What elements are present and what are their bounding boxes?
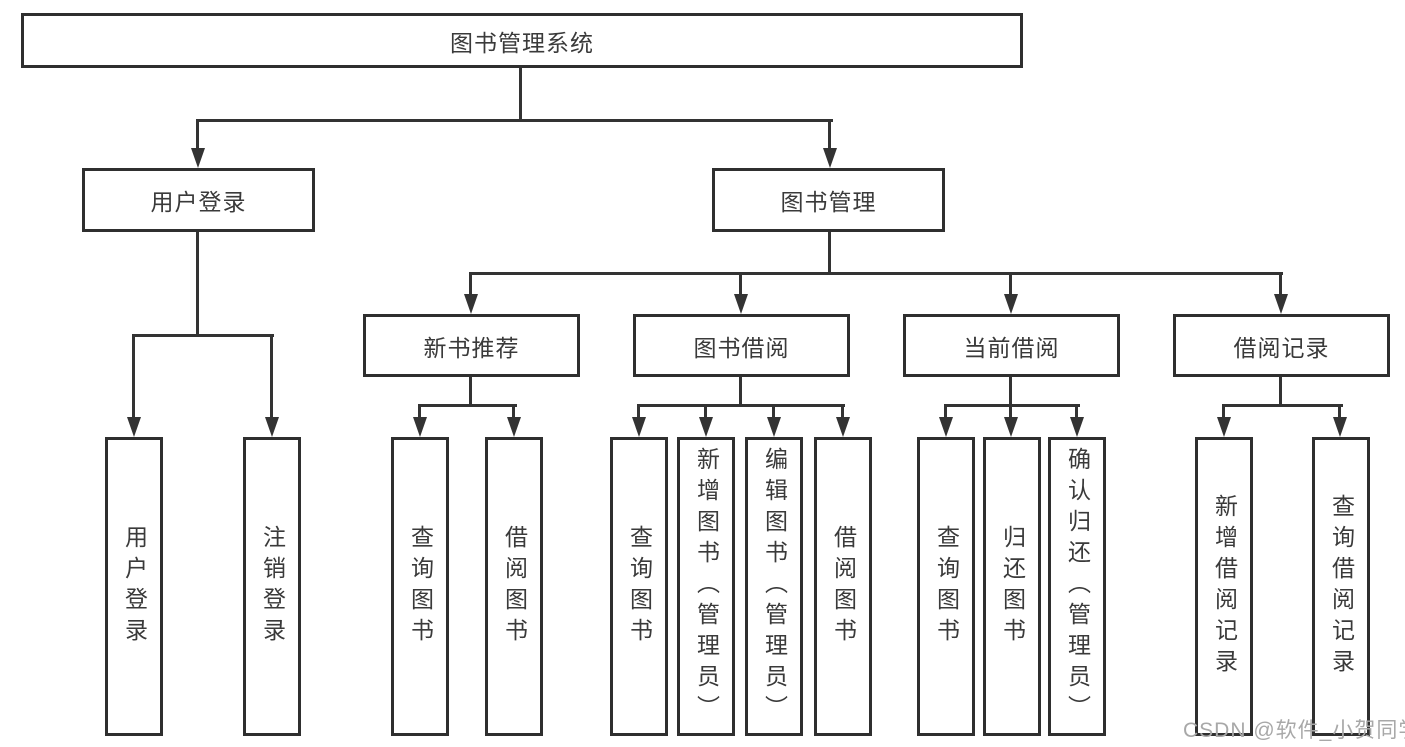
edge-user-login-trunk <box>196 232 199 337</box>
node-current-borrow-label: 当前借阅 <box>963 334 1060 361</box>
arrowhead-leaf-edit-book <box>767 417 781 437</box>
edge-to-leaf-query-recommend <box>418 404 421 420</box>
csdn-watermark: CSDN @软件_小贺同学 <box>1183 719 1405 742</box>
arrowhead-current-borrow <box>1004 294 1018 314</box>
leaf-confirm-return-admin: 确认归还（管理员） <box>1048 437 1106 736</box>
arrowhead-leaf-query-current <box>939 417 953 437</box>
edge-book-management-bar <box>469 272 1283 275</box>
arrowhead-leaf-user-login <box>127 417 141 437</box>
leaf-query-borrow-record: 查询借阅记录 <box>1312 437 1370 736</box>
arrowhead-user-login <box>191 148 205 168</box>
node-current-borrow: 当前借阅 <box>903 314 1120 377</box>
edge-new-book-bar <box>418 404 517 407</box>
leaf-add-book-admin-label: 新增图书（管理员） <box>693 447 720 726</box>
leaf-borrow-books-2-label: 借阅图书 <box>830 524 857 649</box>
edge-user-login-bar <box>132 334 274 337</box>
edge-to-leaf-logout <box>270 334 273 420</box>
leaf-edit-book-admin: 编辑图书（管理员） <box>745 437 803 736</box>
edge-to-book-borrow <box>739 272 742 296</box>
node-book-management-label: 图书管理 <box>780 189 877 215</box>
leaf-confirm-return-admin-label: 确认归还（管理员） <box>1064 447 1091 726</box>
arrowhead-leaf-query-borrow <box>632 417 646 437</box>
leaf-query-books-borrow-label: 查询图书 <box>626 524 653 649</box>
leaf-query-books-current: 查询图书 <box>917 437 975 736</box>
arrowhead-leaf-logout <box>265 417 279 437</box>
leaf-edit-book-admin-label: 编辑图书（管理员） <box>761 447 788 726</box>
edge-to-leaf-add-book <box>704 404 707 420</box>
leaf-logout-label: 注销登录 <box>259 524 286 649</box>
leaf-add-borrow-record: 新增借阅记录 <box>1195 437 1253 736</box>
leaf-query-books-borrow: 查询图书 <box>610 437 668 736</box>
edge-book-management-trunk <box>828 232 831 274</box>
leaf-return-books-label: 归还图书 <box>999 524 1026 649</box>
edge-current-borrow-trunk <box>1009 377 1012 407</box>
edge-borrow-records-bar <box>1222 404 1343 407</box>
arrowhead-borrow-records <box>1274 294 1288 314</box>
leaf-query-books-recommend-label: 查询图书 <box>407 524 434 649</box>
arrowhead-leaf-add-record <box>1217 417 1231 437</box>
edge-to-leaf-edit-book <box>772 404 775 420</box>
edge-to-leaf-borrow-recommend <box>512 404 515 420</box>
node-book-borrow-label: 图书借阅 <box>693 334 790 361</box>
leaf-user-login-label: 用户登录 <box>121 524 148 649</box>
arrowhead-leaf-add-book <box>699 417 713 437</box>
edge-to-leaf-query-record <box>1338 404 1341 420</box>
edge-to-book-management <box>828 119 831 151</box>
arrowhead-book-management <box>823 148 837 168</box>
edge-to-leaf-query-current <box>944 404 947 420</box>
edge-to-current-borrow <box>1009 272 1012 296</box>
edge-to-leaf-borrow-2 <box>841 404 844 420</box>
leaf-return-books: 归还图书 <box>983 437 1041 736</box>
leaf-logout: 注销登录 <box>243 437 301 736</box>
node-borrow-records-label: 借阅记录 <box>1233 334 1330 361</box>
leaf-borrow-books-2: 借阅图书 <box>814 437 872 736</box>
leaf-add-book-admin: 新增图书（管理员） <box>677 437 735 736</box>
edge-to-new-book-recommend <box>469 272 472 296</box>
edge-book-borrow-bar <box>637 404 845 407</box>
edge-new-book-trunk <box>469 377 472 407</box>
leaf-query-books-current-label: 查询图书 <box>933 524 960 649</box>
node-root-label: 图书管理系统 <box>450 29 594 56</box>
node-new-book-recommend-label: 新书推荐 <box>423 334 520 361</box>
node-root: 图书管理系统 <box>21 13 1023 68</box>
arrowhead-leaf-borrow-recommend <box>507 417 521 437</box>
edge-to-user-login <box>196 119 199 151</box>
edge-to-borrow-records <box>1279 272 1282 296</box>
arrowhead-new-book-recommend <box>464 294 478 314</box>
node-book-borrow: 图书借阅 <box>633 314 850 377</box>
leaf-borrow-books-recommend: 借阅图书 <box>485 437 543 736</box>
edge-root-bar <box>196 119 833 122</box>
leaf-query-borrow-record-label: 查询借阅记录 <box>1328 493 1355 680</box>
arrowhead-leaf-borrow-2 <box>836 417 850 437</box>
edge-to-leaf-user-login <box>132 334 135 420</box>
node-new-book-recommend: 新书推荐 <box>363 314 580 377</box>
edge-to-leaf-query-borrow <box>637 404 640 420</box>
edge-borrow-records-trunk <box>1279 377 1282 407</box>
node-book-management: 图书管理 <box>712 168 945 232</box>
node-user-login: 用户登录 <box>82 168 315 232</box>
arrowhead-leaf-confirm-return <box>1070 417 1084 437</box>
edge-book-borrow-trunk <box>739 377 742 407</box>
leaf-query-books-recommend: 查询图书 <box>391 437 449 736</box>
node-user-login-label: 用户登录 <box>150 189 247 215</box>
leaf-add-borrow-record-label: 新增借阅记录 <box>1211 493 1238 680</box>
arrowhead-leaf-query-recommend <box>413 417 427 437</box>
edge-root-trunk <box>519 68 522 122</box>
arrowhead-leaf-query-record <box>1333 417 1347 437</box>
leaf-user-login: 用户登录 <box>105 437 163 736</box>
edge-to-leaf-return-books <box>1009 404 1012 420</box>
edge-to-leaf-confirm-return <box>1075 404 1078 420</box>
arrowhead-book-borrow <box>734 294 748 314</box>
arrowhead-leaf-return-books <box>1004 417 1018 437</box>
edge-current-borrow-bar <box>944 404 1080 407</box>
edge-to-leaf-add-record <box>1222 404 1225 420</box>
node-borrow-records: 借阅记录 <box>1173 314 1390 377</box>
leaf-borrow-books-recommend-label: 借阅图书 <box>501 524 528 649</box>
